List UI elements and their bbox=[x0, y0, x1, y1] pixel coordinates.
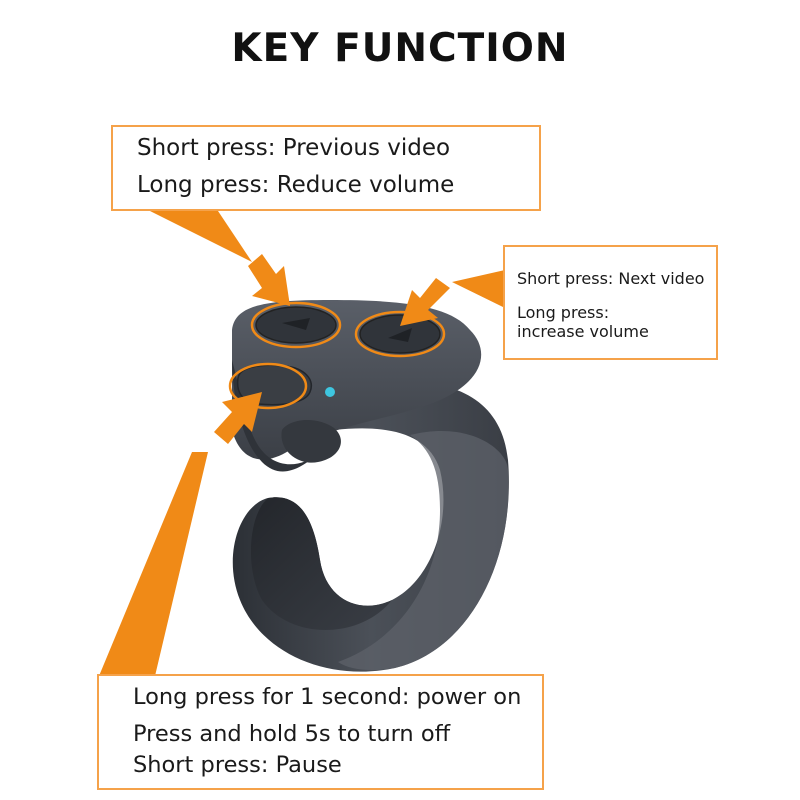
callout-previous-video: Short press: Previous video Long press: … bbox=[111, 125, 541, 211]
callout-top-line-2: Long press: Reduce volume bbox=[137, 172, 455, 198]
highlight-pause-button bbox=[228, 362, 308, 410]
highlight-previous-button bbox=[250, 301, 342, 349]
callout-right-line-2: Long press: bbox=[517, 303, 610, 322]
side-lower-button bbox=[281, 419, 341, 463]
callout-right-line-1: Short press: Next video bbox=[517, 269, 705, 288]
callout-pointer-top bbox=[150, 211, 252, 262]
highlight-next-button bbox=[354, 310, 446, 358]
callout-power-pause: Long press for 1 second: power on Press … bbox=[97, 674, 544, 790]
arrow-to-next-button bbox=[400, 278, 450, 326]
next-button-arrow bbox=[388, 328, 412, 342]
ring-housing-side bbox=[232, 360, 320, 472]
page-title: KEY FUNCTION bbox=[231, 26, 569, 71]
previous-button-arrow bbox=[282, 318, 310, 330]
ring-device bbox=[232, 300, 509, 672]
callout-bottom-line-1: Long press for 1 second: power on bbox=[133, 684, 522, 710]
arrow-to-previous-button bbox=[248, 254, 290, 306]
callout-bottom-line-2: Press and hold 5s to turn off bbox=[133, 721, 451, 747]
ring-inner-surface bbox=[250, 497, 392, 630]
callout-next-video: Short press: Next video Long press: incr… bbox=[503, 245, 718, 360]
callout-top-line-1: Short press: Previous video bbox=[137, 135, 451, 161]
callout-bottom-line-3: Short press: Pause bbox=[133, 752, 342, 778]
callout-pointer-bottom bbox=[99, 452, 208, 676]
callout-right-line-3: increase volume bbox=[517, 322, 649, 341]
indicator-light bbox=[325, 387, 335, 397]
callout-pointer-right bbox=[452, 270, 505, 308]
arrow-to-pause-button bbox=[214, 392, 262, 444]
ring-outer-panel bbox=[338, 430, 509, 670]
